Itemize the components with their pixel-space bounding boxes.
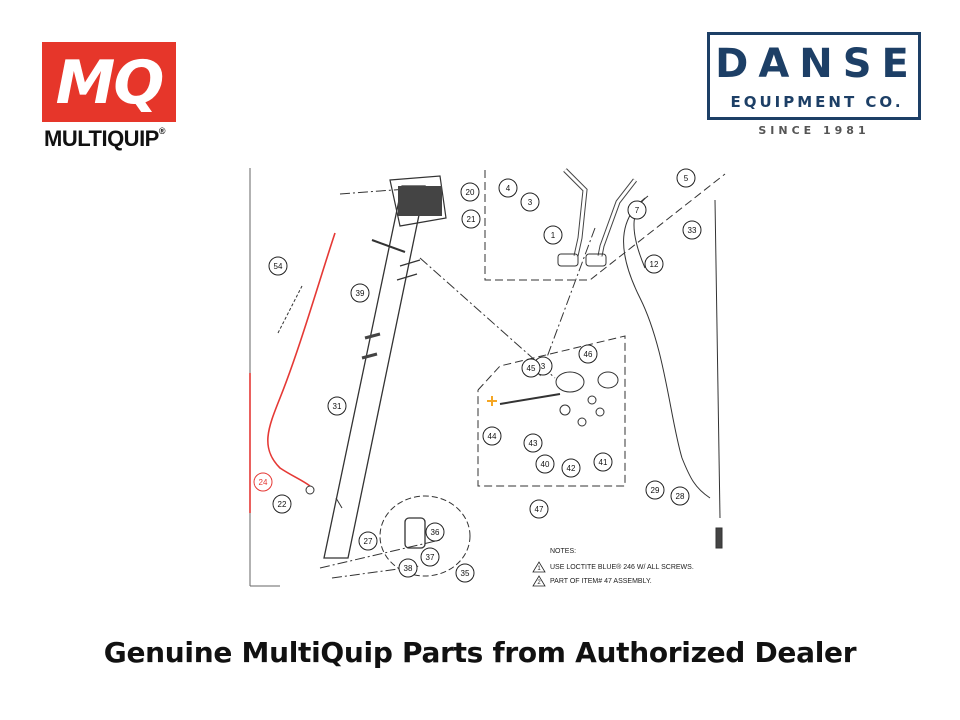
- danse-equipment-logo: DANSE EQUIPMENT CO. SINCE 1981: [707, 32, 927, 147]
- callout-circle-22: [272, 494, 292, 514]
- notes-heading: NOTES:: [550, 548, 576, 555]
- multiquip-logo-letters: MQ: [55, 48, 165, 118]
- callout-circle-5: [676, 168, 696, 188]
- callout-circle-42: [561, 458, 581, 478]
- callout-label-7: 7: [635, 206, 640, 215]
- callout-label-4: 4: [506, 184, 511, 193]
- callout-circle-43: [523, 433, 543, 453]
- callout-label-5: 5: [684, 174, 689, 183]
- callout-circle-39: [350, 283, 370, 303]
- callout-label-46: 46: [584, 350, 593, 359]
- multiquip-logo: MQ MULTIQUIP®: [42, 42, 182, 152]
- callout-label-54: 54: [274, 262, 283, 271]
- callout-circle-47: [529, 499, 549, 519]
- callout-circle-35: [455, 563, 475, 583]
- callout-label-27: 27: [364, 537, 373, 546]
- callout-circle-12: [644, 254, 664, 274]
- callout-label-12: 12: [650, 260, 659, 269]
- callout-circle-41: [593, 452, 613, 472]
- notes-block: NOTES: 1 USE LOCTITE BLUE® 246 W/ ALL SC…: [532, 548, 694, 587]
- callout-circle-24: [253, 472, 273, 492]
- danse-logo-title: DANSE: [715, 41, 919, 87]
- multiquip-logo-mark: MQ: [42, 42, 176, 122]
- callout-label-39: 39: [356, 289, 365, 298]
- callout-label-22: 22: [278, 500, 287, 509]
- callout-circle-37: [420, 547, 440, 567]
- callout-label-38: 38: [404, 564, 413, 573]
- note-2-marker: 2: [537, 580, 541, 586]
- callout-circle-44: [482, 426, 502, 446]
- callout-circle-40: [535, 454, 555, 474]
- danse-logo-frame: DANSE EQUIPMENT CO.: [707, 32, 921, 120]
- callout-label-44: 44: [488, 432, 497, 441]
- note-1-triangle: [532, 561, 546, 573]
- callout-circle-20: [460, 182, 480, 202]
- callout-circle-7: [627, 200, 647, 220]
- note-1-marker: 1: [537, 566, 541, 572]
- callout-label-21: 21: [467, 215, 476, 224]
- callout-label-40: 40: [541, 460, 550, 469]
- callout-label-28: 28: [676, 492, 685, 501]
- callout-label-31: 31: [333, 402, 342, 411]
- callout-label-47: 47: [535, 505, 544, 514]
- callout-circle-28: [670, 486, 690, 506]
- callout-circle-36: [425, 522, 445, 542]
- callout-label-20: 20: [466, 188, 475, 197]
- multiquip-logo-name: MULTIQUIP®: [44, 126, 166, 152]
- danse-logo-since: SINCE 1981: [758, 124, 870, 137]
- callout-label-36: 36: [431, 528, 440, 537]
- callout-circle-27: [358, 531, 378, 551]
- note-2-text: PART OF ITEM# 47 ASSEMBLY.: [550, 578, 652, 585]
- note-1-text: USE LOCTITE BLUE® 246 W/ ALL SCREWS.: [550, 563, 694, 571]
- callout-circle-38: [398, 558, 418, 578]
- callout-circle-54: [268, 256, 288, 276]
- callout-circle-33: [682, 220, 702, 240]
- callout-circle-1: [543, 225, 563, 245]
- callout-label-3: 3: [528, 198, 533, 207]
- callout-label-29: 29: [651, 486, 660, 495]
- callout-label-37: 37: [426, 553, 435, 562]
- callout-circle-31: [327, 396, 347, 416]
- callout-label-45: 45: [527, 364, 536, 373]
- callout-circle-3: [520, 192, 540, 212]
- multiquip-trademark: ®: [158, 126, 166, 136]
- page-caption: Genuine MultiQuip Parts from Authorized …: [103, 636, 857, 669]
- callout-label-24: 24: [259, 478, 268, 487]
- callout-circle-29: [645, 480, 665, 500]
- callout-label-3: 3: [541, 362, 546, 371]
- callout-label-43: 43: [529, 439, 538, 448]
- multiquip-logo-name-text: MULTIQUIP: [44, 126, 159, 151]
- callout-circle-4: [498, 178, 518, 198]
- danse-logo-subtitle: EQUIPMENT CO.: [730, 93, 904, 111]
- callout-label-33: 33: [688, 226, 697, 235]
- callout-circle-45: [521, 358, 541, 378]
- note-2-triangle: [532, 575, 546, 587]
- callout-label-1: 1: [551, 231, 556, 240]
- callout-label-42: 42: [567, 464, 576, 473]
- callout-circle-21: [461, 209, 481, 229]
- callout-label-35: 35: [461, 569, 470, 578]
- callout-circle-46: [578, 344, 598, 364]
- callout-label-41: 41: [599, 458, 608, 467]
